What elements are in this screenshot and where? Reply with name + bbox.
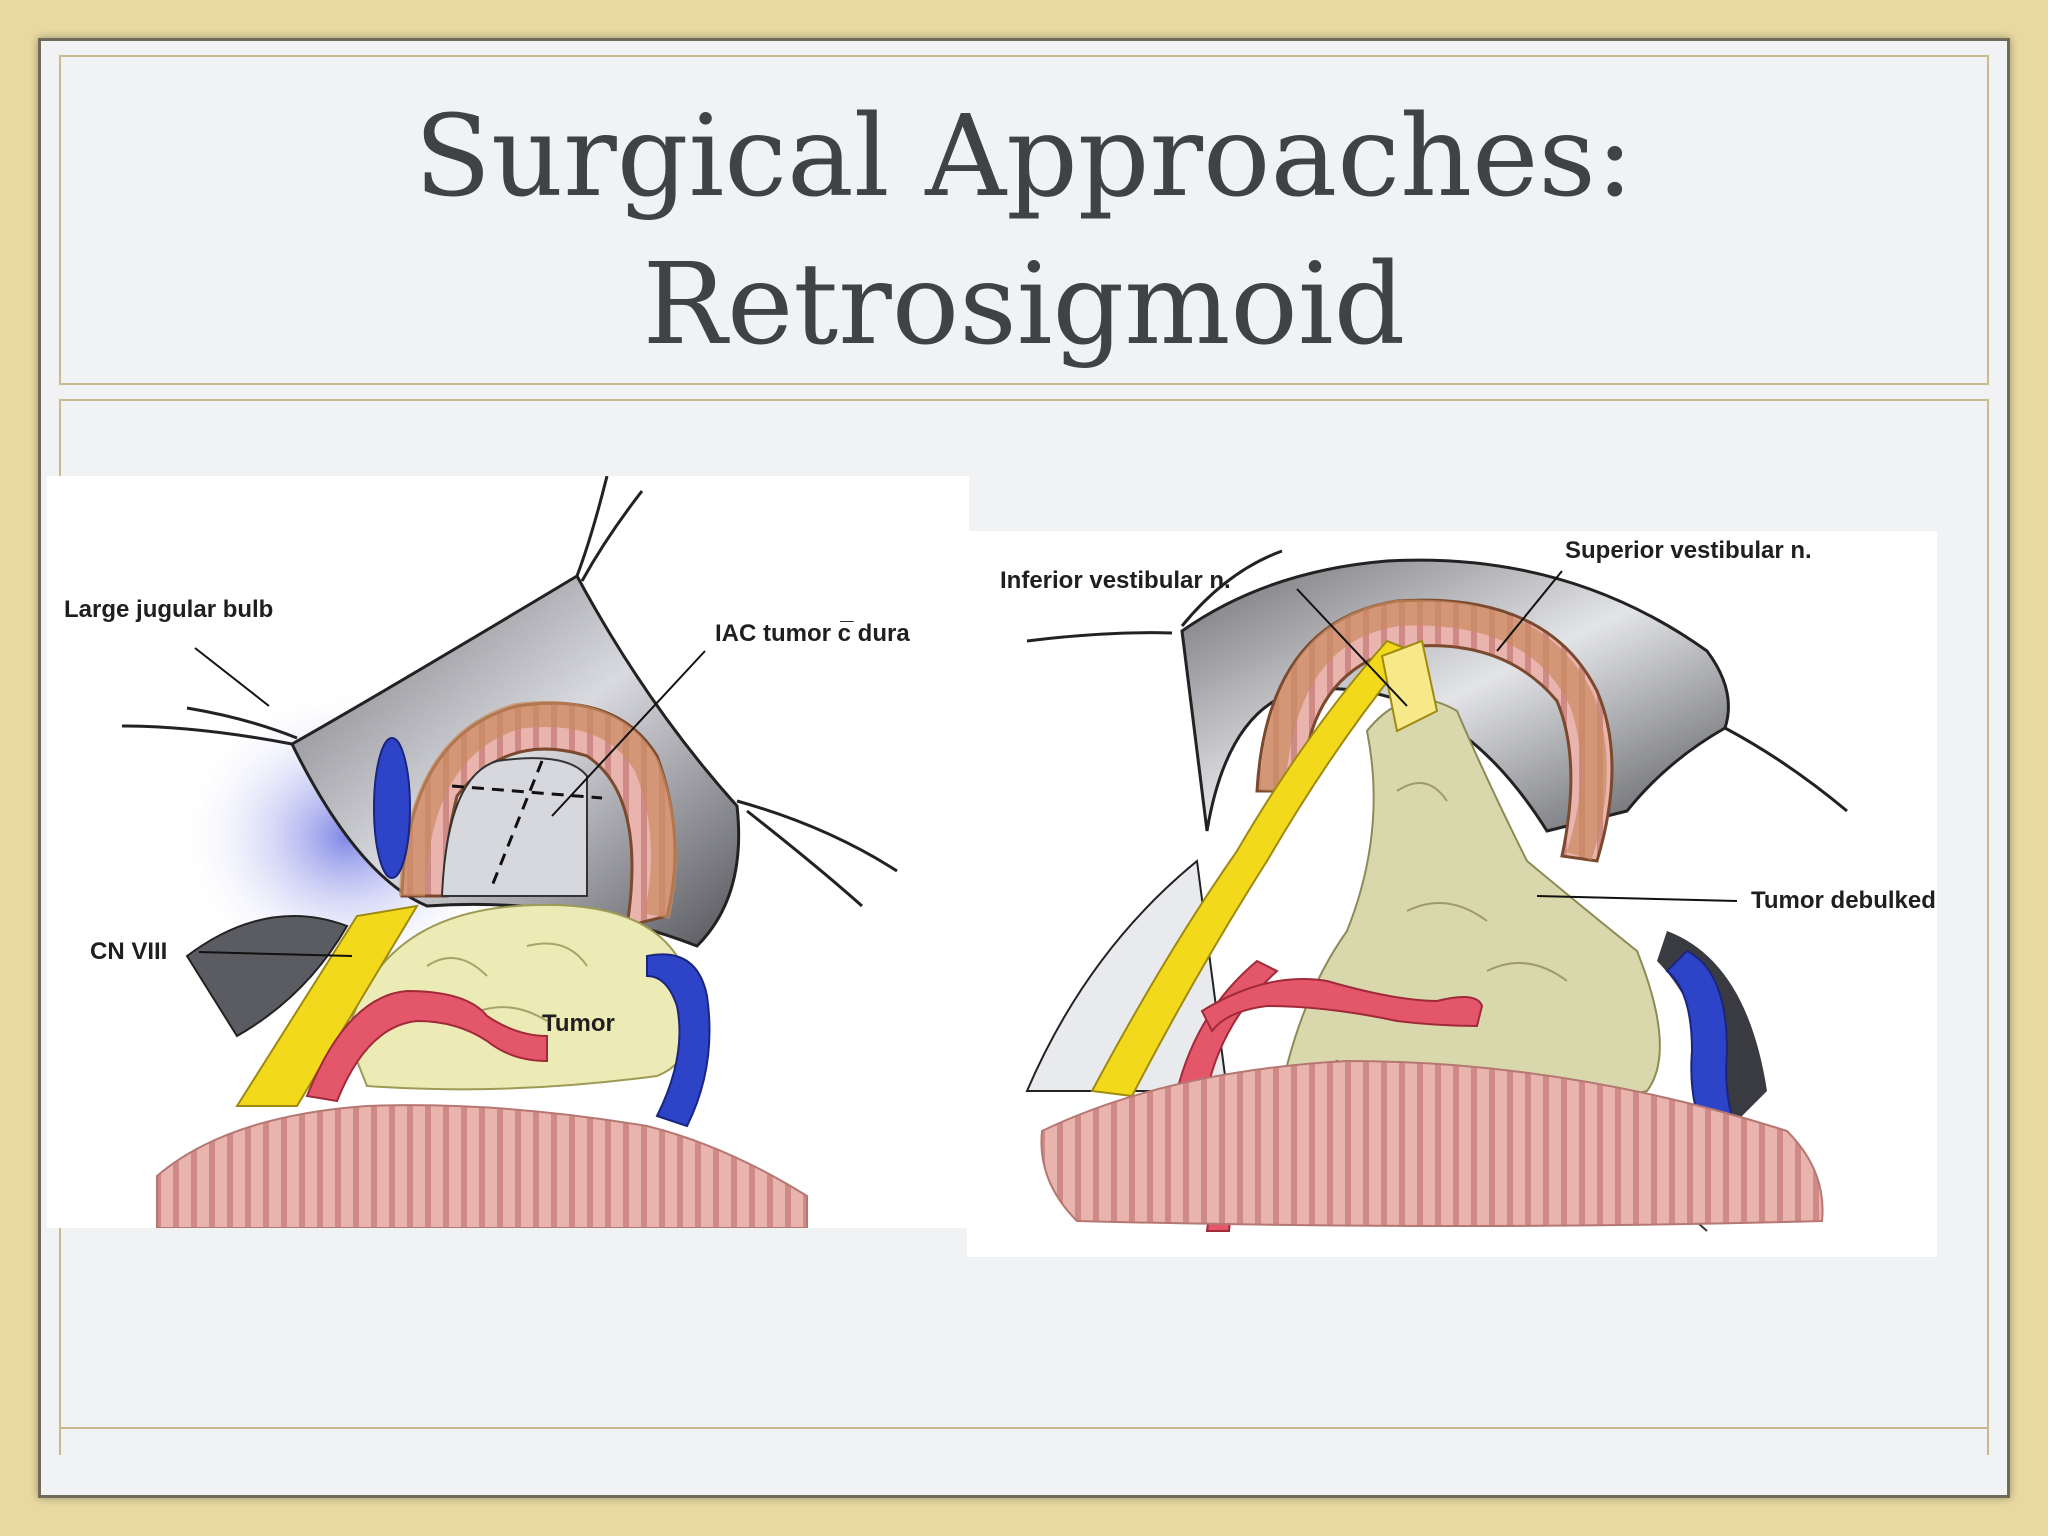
left-illustration: Large jugular bulb IAC tumor c̅ dura CN … bbox=[47, 476, 969, 1228]
label-superior-vestibular-n: Superior vestibular n. bbox=[1565, 537, 1812, 564]
title-box: Surgical Approaches: Retrosigmoid bbox=[59, 55, 1989, 385]
label-tumor: Tumor bbox=[542, 1010, 615, 1037]
right-illustration: Inferior vestibular n. Superior vestibul… bbox=[967, 531, 1937, 1257]
slide-title: Surgical Approaches: Retrosigmoid bbox=[61, 83, 1987, 379]
label-tumor-debulked: Tumor debulked bbox=[1751, 887, 1936, 914]
label-inferior-vestibular-n: Inferior vestibular n. bbox=[1000, 567, 1231, 594]
title-line-2: Retrosigmoid bbox=[642, 240, 1406, 370]
label-iac-tumor-dura: IAC tumor c̅ dura bbox=[715, 620, 910, 647]
right-illustration-drawing bbox=[1025, 549, 1848, 1232]
title-line-1: Surgical Approaches: bbox=[414, 92, 1634, 222]
footer-rule bbox=[59, 1427, 1989, 1429]
label-cn-viii: CN VIII bbox=[90, 938, 168, 965]
label-large-jugular-bulb: Large jugular bulb bbox=[64, 596, 274, 623]
left-illustration-drawing bbox=[121, 476, 898, 1228]
